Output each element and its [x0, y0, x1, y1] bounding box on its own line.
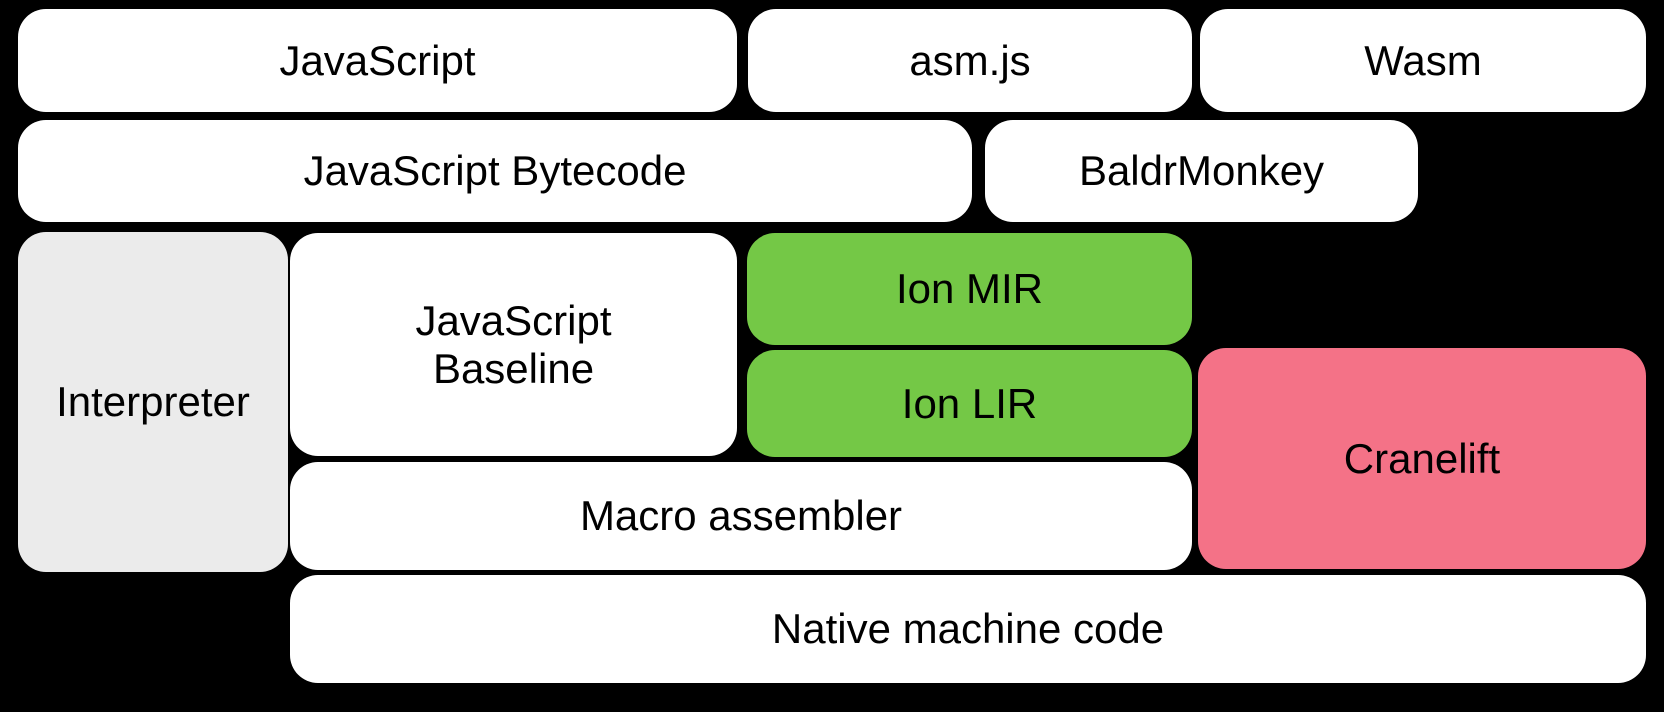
node-ion-mir: Ion MIR: [747, 233, 1192, 345]
node-interpreter: Interpreter: [18, 232, 288, 572]
node-wasm: Wasm: [1200, 9, 1646, 112]
node-native-machine-code: Native machine code: [290, 575, 1646, 683]
node-ion-lir: Ion LIR: [747, 350, 1192, 457]
node-javascript-bytecode: JavaScript Bytecode: [18, 120, 972, 222]
node-cranelift: Cranelift: [1198, 348, 1646, 569]
node-baldrmonkey: BaldrMonkey: [985, 120, 1418, 222]
node-macro-assembler: Macro assembler: [290, 462, 1192, 570]
node-javascript-baseline: JavaScript Baseline: [290, 233, 737, 456]
node-javascript: JavaScript: [18, 9, 737, 112]
node-asmjs: asm.js: [748, 9, 1192, 112]
